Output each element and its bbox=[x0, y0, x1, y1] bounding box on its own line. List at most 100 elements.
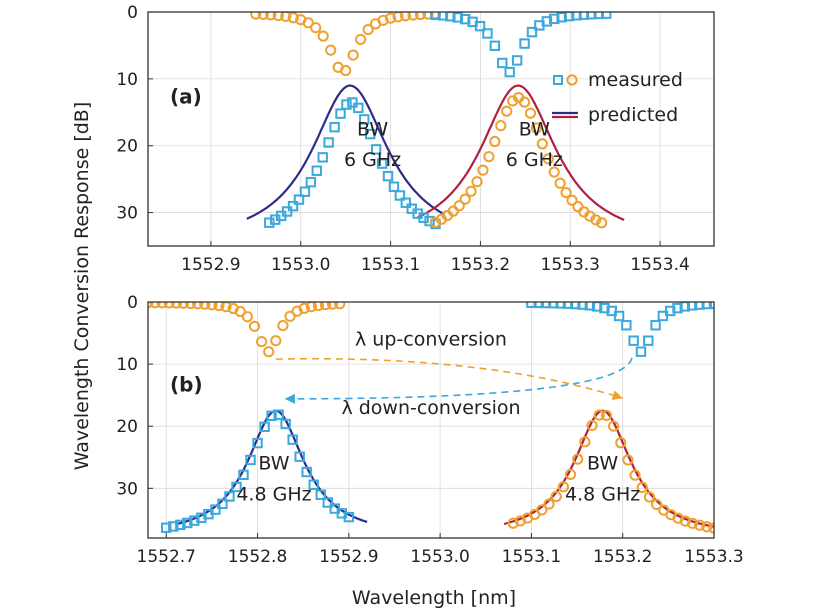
measured-point-square bbox=[245, 454, 256, 466]
measured-point-circle bbox=[572, 453, 584, 465]
measured-point-circle bbox=[312, 302, 325, 312]
measured-point-square bbox=[504, 66, 515, 78]
measured-point-square bbox=[424, 215, 435, 227]
measured-point-circle bbox=[362, 23, 374, 36]
measured-point-circle bbox=[557, 481, 569, 493]
measured-point-square bbox=[628, 335, 639, 346]
measured-point-square bbox=[548, 302, 559, 309]
measured-point-square bbox=[584, 302, 596, 311]
measured-point-circle bbox=[596, 217, 608, 229]
annotation-label: 4.8 GHz bbox=[236, 484, 311, 506]
annotation-label: λ down-conversion bbox=[341, 397, 520, 419]
measured-point-square bbox=[400, 197, 412, 208]
measured-point-square bbox=[280, 418, 291, 430]
measured-point-circle bbox=[518, 96, 531, 108]
measured-point-circle bbox=[530, 122, 543, 134]
measured-point-circle bbox=[524, 107, 537, 119]
measured-point-circle bbox=[607, 420, 620, 432]
measured-point-circle bbox=[277, 319, 289, 332]
measured-point-square bbox=[364, 128, 376, 140]
measured-point-circle bbox=[265, 12, 277, 21]
x-tick-label: 1553.2 bbox=[451, 255, 510, 275]
measured-point-square bbox=[210, 504, 221, 515]
measured-point-square bbox=[621, 320, 632, 331]
measured-point-circle bbox=[471, 176, 483, 188]
measured-point-circle bbox=[177, 302, 190, 309]
x-tick-label: 1553.4 bbox=[630, 255, 689, 275]
x-tick-label: 1552.9 bbox=[181, 255, 240, 275]
measured-point-circle bbox=[465, 185, 477, 197]
measured-point-circle bbox=[600, 409, 613, 422]
measured-point-square bbox=[259, 421, 270, 432]
measured-point-square bbox=[474, 20, 486, 32]
measured-point-square bbox=[694, 302, 705, 310]
measured-point-square bbox=[231, 481, 242, 493]
measured-point-circle bbox=[170, 302, 183, 309]
measured-point-square bbox=[322, 497, 333, 508]
measured-series-orange-dip bbox=[148, 302, 346, 358]
legend-square-marker bbox=[553, 75, 563, 85]
measured-point-circle bbox=[566, 194, 578, 206]
measured-point-square bbox=[238, 469, 249, 481]
measured-point-square bbox=[599, 302, 610, 314]
measured-point-circle bbox=[414, 12, 427, 21]
measured-point-square bbox=[511, 55, 523, 66]
measured-point-circle bbox=[287, 12, 299, 24]
x-tick-label: 1552.9 bbox=[319, 547, 378, 567]
panel-label-a: (a) bbox=[170, 84, 202, 108]
annotation-label: BW bbox=[519, 119, 550, 141]
measured-point-square bbox=[175, 519, 186, 531]
measured-point-square bbox=[672, 302, 683, 314]
predicted-line-crimson bbox=[503, 409, 714, 528]
measured-point-circle bbox=[355, 33, 367, 46]
measured-point-circle bbox=[270, 335, 282, 347]
annotation-label: BW bbox=[357, 119, 388, 141]
measured-point-circle bbox=[507, 517, 519, 529]
measured-point-square bbox=[526, 26, 538, 38]
measured-point-square bbox=[182, 517, 193, 529]
legend-measured-label: measured bbox=[588, 69, 683, 91]
measured-point-circle bbox=[317, 30, 329, 42]
measured-point-square bbox=[335, 108, 346, 119]
measured-point-circle bbox=[536, 504, 548, 516]
panel-label-b: (b) bbox=[170, 373, 203, 397]
conversion-arrow-orange bbox=[275, 357, 623, 400]
measured-point-circle bbox=[564, 468, 577, 480]
measured-point-circle bbox=[694, 519, 706, 531]
arrow-head-blue bbox=[284, 393, 295, 404]
x-tick-label: 1553.1 bbox=[361, 255, 420, 275]
annotation-label: λ up-conversion bbox=[355, 328, 507, 350]
annotation-label: BW bbox=[258, 453, 289, 475]
annotation-label: 6 GHz bbox=[344, 149, 401, 171]
x-tick-label: 1553.3 bbox=[684, 547, 743, 567]
measured-point-square bbox=[168, 521, 179, 532]
measured-series-orange-peak bbox=[429, 92, 608, 229]
measured-point-circle bbox=[579, 436, 591, 448]
measured-point-square bbox=[308, 479, 319, 490]
measured-point-square bbox=[317, 152, 328, 163]
measured-point-circle bbox=[550, 490, 562, 503]
measured-point-square bbox=[301, 466, 312, 478]
measured-series-blue-dip bbox=[430, 12, 612, 78]
measured-point-square bbox=[299, 186, 311, 197]
measured-point-circle bbox=[686, 517, 699, 529]
measured-point-square bbox=[294, 451, 305, 462]
y-tick-label: 30 bbox=[116, 204, 138, 224]
measured-point-circle bbox=[302, 17, 314, 29]
measured-point-circle bbox=[206, 302, 218, 311]
measured-point-circle bbox=[325, 44, 337, 56]
measured-point-circle bbox=[593, 409, 605, 421]
y-tick-label: 0 bbox=[127, 3, 138, 23]
measured-point-circle bbox=[615, 437, 627, 449]
measured-point-circle bbox=[257, 12, 269, 20]
y-tick-label: 20 bbox=[116, 417, 138, 437]
measured-point-square bbox=[489, 40, 501, 51]
measured-point-square bbox=[382, 170, 394, 182]
measured-point-square bbox=[281, 206, 293, 217]
measured-point-square bbox=[293, 194, 305, 205]
measured-point-circle bbox=[572, 201, 584, 213]
measured-point-circle bbox=[241, 311, 254, 323]
measured-point-square bbox=[273, 409, 284, 420]
